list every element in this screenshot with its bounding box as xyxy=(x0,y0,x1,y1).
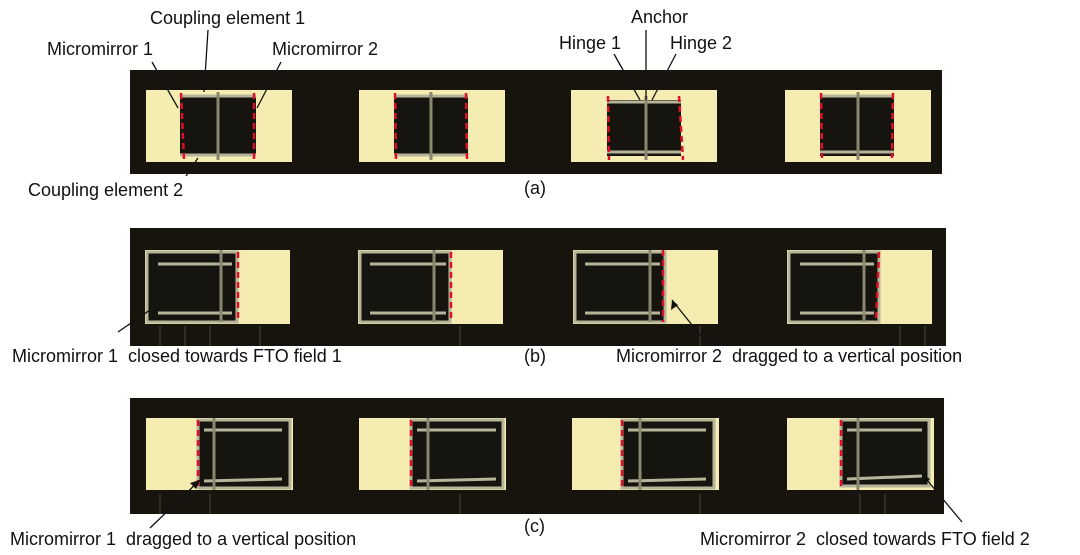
micromirror-2-marker xyxy=(677,95,685,161)
row-b-cell-4 xyxy=(787,250,932,324)
leader-coupling1 xyxy=(203,29,209,93)
micromirror-2-marker xyxy=(874,251,881,323)
row-a-cell-2 xyxy=(359,90,505,162)
micromirror-1-marker xyxy=(393,92,398,161)
row-b xyxy=(130,228,946,346)
row-a-cell-3 xyxy=(571,90,717,162)
row-b-cell-3 xyxy=(573,250,718,324)
row-c-cell-3 xyxy=(572,418,719,490)
arrowhead-c-right xyxy=(922,474,930,484)
micromirror-1-marker xyxy=(606,95,611,161)
row-c xyxy=(130,398,944,514)
annotation-lines xyxy=(117,29,963,529)
row-c-cell-4 xyxy=(787,418,934,490)
micromirror-1-marker xyxy=(819,92,824,159)
micromirror-2-marker xyxy=(464,92,469,161)
leader-c-left xyxy=(149,479,201,529)
annotation-arrowheads xyxy=(190,300,930,489)
leader-hinge1 xyxy=(613,53,641,101)
leader-coupling2 xyxy=(185,157,199,177)
micromirror-1-marker xyxy=(179,92,186,161)
micromirror-cavity xyxy=(607,100,681,156)
arrowhead-c-left xyxy=(190,480,200,489)
coupling-element-2 xyxy=(416,477,497,483)
micromirror-2-marker xyxy=(890,92,895,159)
leader-hinge2 xyxy=(651,53,677,101)
row-b-cell-1 xyxy=(145,250,290,324)
label-hinge-1: Hinge 1 xyxy=(559,33,621,53)
label-hinge-2: Hinge 2 xyxy=(670,33,732,53)
row-a xyxy=(130,70,942,174)
row-c-cell-1 xyxy=(146,418,293,490)
row-c-grid-lines xyxy=(159,494,886,514)
row-b-cell-2 xyxy=(358,250,503,324)
arrowhead-b-right xyxy=(671,300,678,310)
leader-micromirror2 xyxy=(256,61,282,109)
leader-c-right xyxy=(921,473,963,523)
leader-micromirror1 xyxy=(151,61,179,109)
label-c-left: Micromirror 1 dragged to a vertical posi… xyxy=(10,529,356,549)
row-a-cell-1 xyxy=(146,90,292,162)
coupling-element-2 xyxy=(203,477,283,483)
label-coupling-element-2: Coupling element 2 xyxy=(28,180,183,200)
caption-a: (a) xyxy=(524,178,546,198)
row-b-grid-lines xyxy=(159,326,926,346)
label-anchor: Anchor xyxy=(631,7,688,27)
label-coupling-element-1: Coupling element 1 xyxy=(150,8,305,28)
caption-c: (c) xyxy=(524,516,545,536)
label-c-right: Micromirror 2 closed towards FTO field 2 xyxy=(700,529,1030,549)
label-b-left: Micromirror 1 closed towards FTO field 1 xyxy=(12,346,342,366)
label-b-right: Micromirror 2 dragged to a vertical posi… xyxy=(616,346,962,366)
label-micromirror-2: Micromirror 2 xyxy=(272,39,378,59)
row-c-cell-2 xyxy=(359,418,506,490)
leader-b-left xyxy=(117,309,151,333)
leader-b-right xyxy=(671,299,709,346)
caption-b: (b) xyxy=(524,346,546,366)
row-a-cell-4 xyxy=(785,90,931,162)
label-micromirror-1: Micromirror 1 xyxy=(47,39,153,59)
